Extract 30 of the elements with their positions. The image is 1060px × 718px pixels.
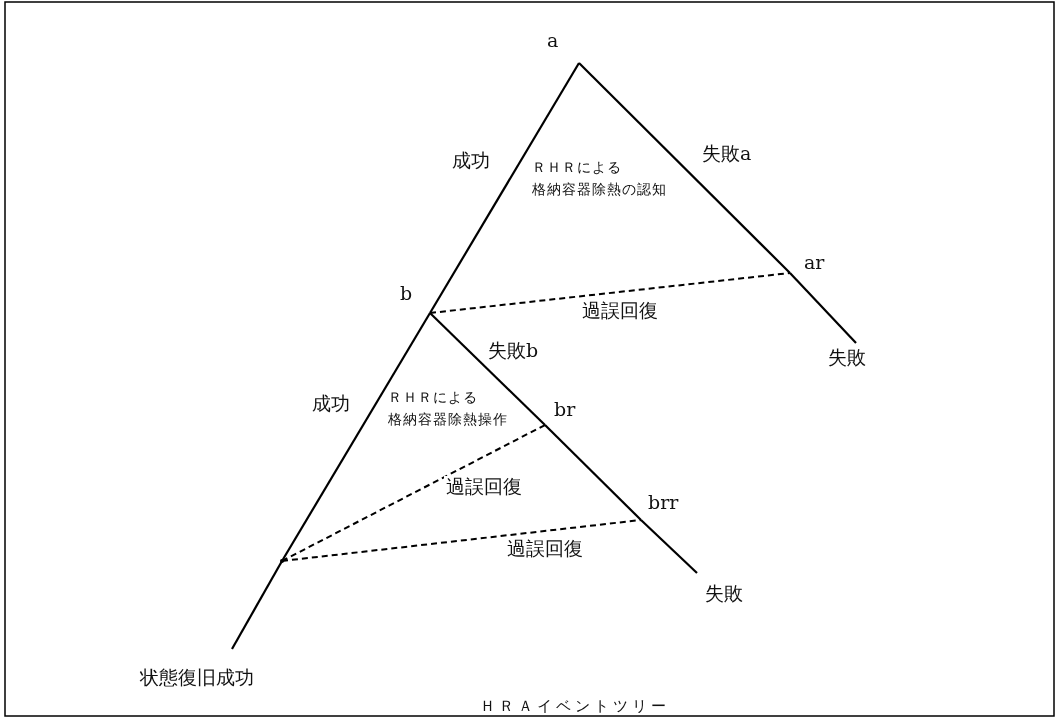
branch-line xyxy=(578,62,791,274)
outcome-label: br xyxy=(554,399,576,420)
outcome-label: 状態復旧成功 xyxy=(140,667,254,688)
caption: ＨＲＡイベントツリー xyxy=(480,697,670,716)
outcome-label: a xyxy=(547,30,559,51)
branch-line xyxy=(231,560,283,650)
recovery-line xyxy=(281,424,546,562)
task-note: ＲＨＲによる格納容器除熱の認知 xyxy=(532,158,667,200)
edge-label: 失敗b xyxy=(486,340,541,361)
edge-label: 失敗a xyxy=(700,143,754,164)
outcome-label: 失敗 xyxy=(828,347,866,368)
edge-label: 成功 xyxy=(310,393,352,414)
branch-line xyxy=(640,519,698,574)
edge-label: 成功 xyxy=(450,150,492,171)
outcome-label: brr xyxy=(648,492,679,513)
branch-line xyxy=(429,312,546,426)
task-note: ＲＨＲによる格納容器除熱操作 xyxy=(388,388,508,430)
outcome-label: b xyxy=(400,283,413,304)
branch-line xyxy=(789,272,857,344)
branch-line xyxy=(281,312,431,562)
recovery-line xyxy=(429,272,791,314)
junction-point xyxy=(280,559,284,563)
outcome-label: ar xyxy=(804,252,825,273)
branch-line xyxy=(429,62,580,314)
edge-label: 過誤回復 xyxy=(505,538,585,559)
recovery-line xyxy=(281,519,642,562)
edge-label: 過誤回復 xyxy=(444,476,524,497)
branch-line xyxy=(544,424,642,521)
edge-label: 過誤回復 xyxy=(580,300,660,321)
outcome-label: 失敗 xyxy=(705,583,743,604)
